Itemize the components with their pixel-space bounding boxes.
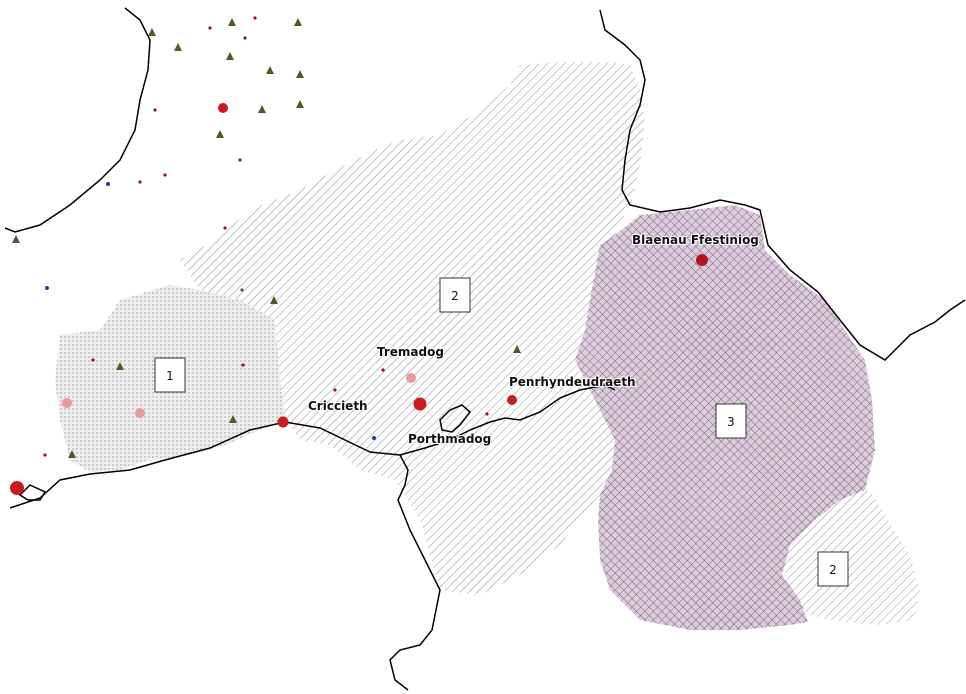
zone-label-2: 2 [439, 277, 471, 313]
small-dot-markers [43, 16, 489, 457]
town-marker [413, 397, 427, 411]
zone-label-text: 3 [727, 415, 735, 429]
town-marker [62, 398, 72, 408]
town-marker [696, 254, 708, 266]
triangle-markers [12, 18, 521, 458]
zone-2-area[interactable] [180, 62, 645, 595]
town-marker [10, 481, 24, 495]
town-markers [10, 103, 708, 495]
town-marker [277, 416, 289, 428]
place-label-penrhyndeudraeth: Penrhyndeudraeth [509, 375, 636, 389]
place-label-porthmadog: Porthmadog [408, 432, 491, 446]
place-label-tremadog: Tremadog [377, 345, 444, 359]
town-marker [406, 373, 416, 383]
zone-label-1: 1 [154, 357, 186, 393]
zone-label-3: 3 [715, 403, 747, 439]
zone-label-text: 2 [829, 563, 837, 577]
coastline [4, 7, 966, 691]
town-marker [218, 103, 228, 113]
zone-label-2b: 2 [817, 551, 849, 587]
zone-label-text: 2 [451, 289, 459, 303]
town-marker [507, 395, 517, 405]
town-marker [135, 408, 145, 418]
zone-2b-area[interactable] [780, 490, 920, 625]
place-label-blaenau: Blaenau Ffestiniog [632, 233, 759, 247]
place-label-criccieth: Criccieth [308, 399, 368, 413]
zone-label-text: 1 [166, 369, 174, 383]
